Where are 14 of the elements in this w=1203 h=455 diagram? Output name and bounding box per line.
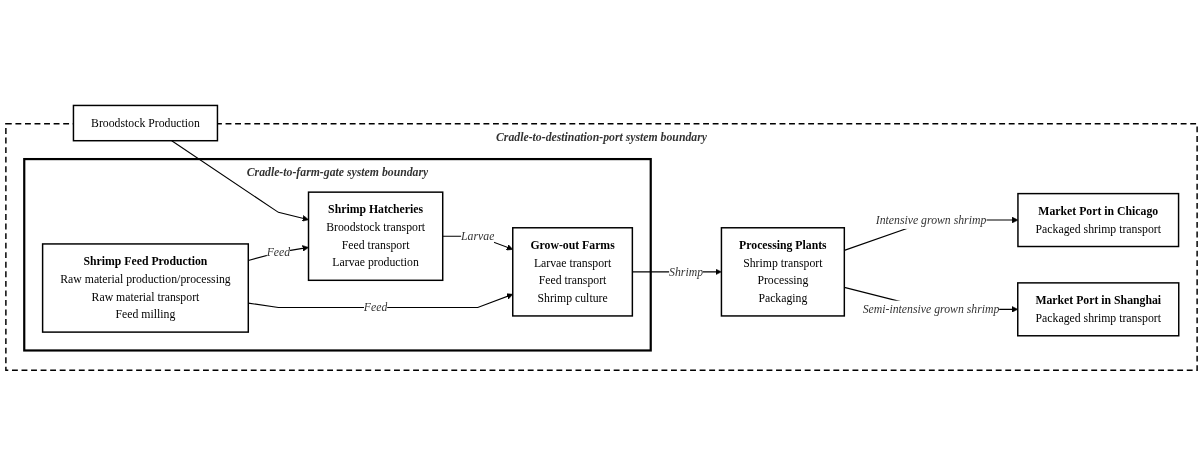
edge-label: Feed <box>266 245 291 259</box>
arrow <box>171 140 309 222</box>
edge-label: Intensive grown shrimp <box>875 213 987 226</box>
node-box: Broodstock Production <box>72 104 219 142</box>
node-box: Market Port in Chicago Packaged shrimp transport <box>1017 192 1180 248</box>
node-box: Processing Plants Shrimp transport Processing Packaging <box>720 226 846 317</box>
edge-label: Larvae <box>461 229 495 243</box>
node-box: Shrimp Feed Production Raw material production/processing Raw material transport Feed milling <box>41 243 250 333</box>
edge-label: Semi-intensive grown shrimp <box>862 302 1000 316</box>
node-box: Market Port in Shanghai Packaged shrimp transport <box>1017 282 1180 337</box>
edge-label: Feed <box>363 300 388 314</box>
node-box: Grow-out Farms Larvae transport Feed transport Shrimp culture <box>512 226 634 317</box>
node-box: Shrimp Hatcheries Broodstock transport Feed transport Larvae production <box>307 191 444 281</box>
edge-label: Shrimp <box>669 265 704 278</box>
